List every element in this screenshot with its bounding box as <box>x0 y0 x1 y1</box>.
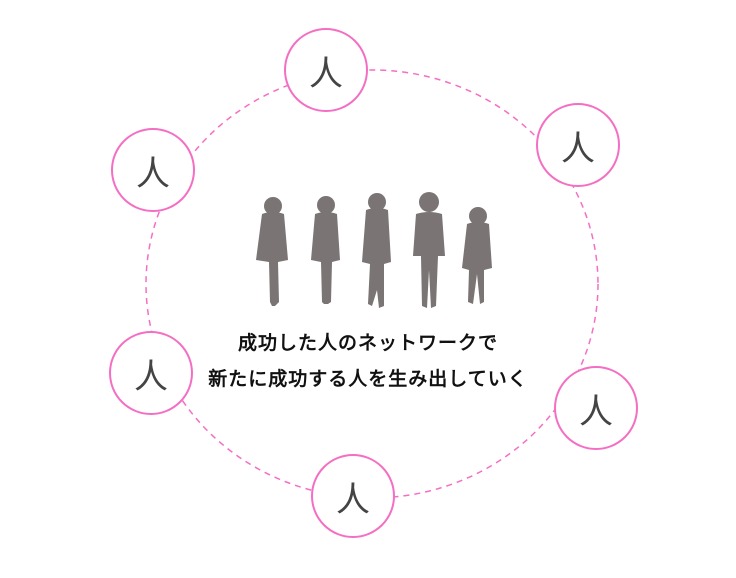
person-label: 人 <box>134 356 168 397</box>
person-label: 人 <box>336 479 370 520</box>
person-label: 人 <box>579 391 613 432</box>
person-node-bottom-right: 人 <box>554 366 638 450</box>
caption-line-1: 成功した人のネットワークで <box>237 332 498 354</box>
person-node-top: 人 <box>284 28 368 112</box>
silhouette-1 <box>256 197 288 306</box>
people-silhouettes-icon <box>256 192 492 308</box>
person-label: 人 <box>561 128 595 169</box>
person-label: 人 <box>136 153 170 194</box>
person-label: 人 <box>309 53 343 94</box>
silhouette-5 <box>462 207 492 304</box>
silhouette-4 <box>413 192 445 308</box>
silhouette-3 <box>362 193 391 308</box>
caption-line-2: 新たに成功する人を生み出していく <box>208 368 528 390</box>
person-node-bottom-left: 人 <box>109 331 193 415</box>
person-node-bottom: 人 <box>311 454 395 538</box>
person-node-top-left: 人 <box>111 128 195 212</box>
person-node-top-right: 人 <box>536 103 620 187</box>
silhouette-2 <box>311 196 340 304</box>
